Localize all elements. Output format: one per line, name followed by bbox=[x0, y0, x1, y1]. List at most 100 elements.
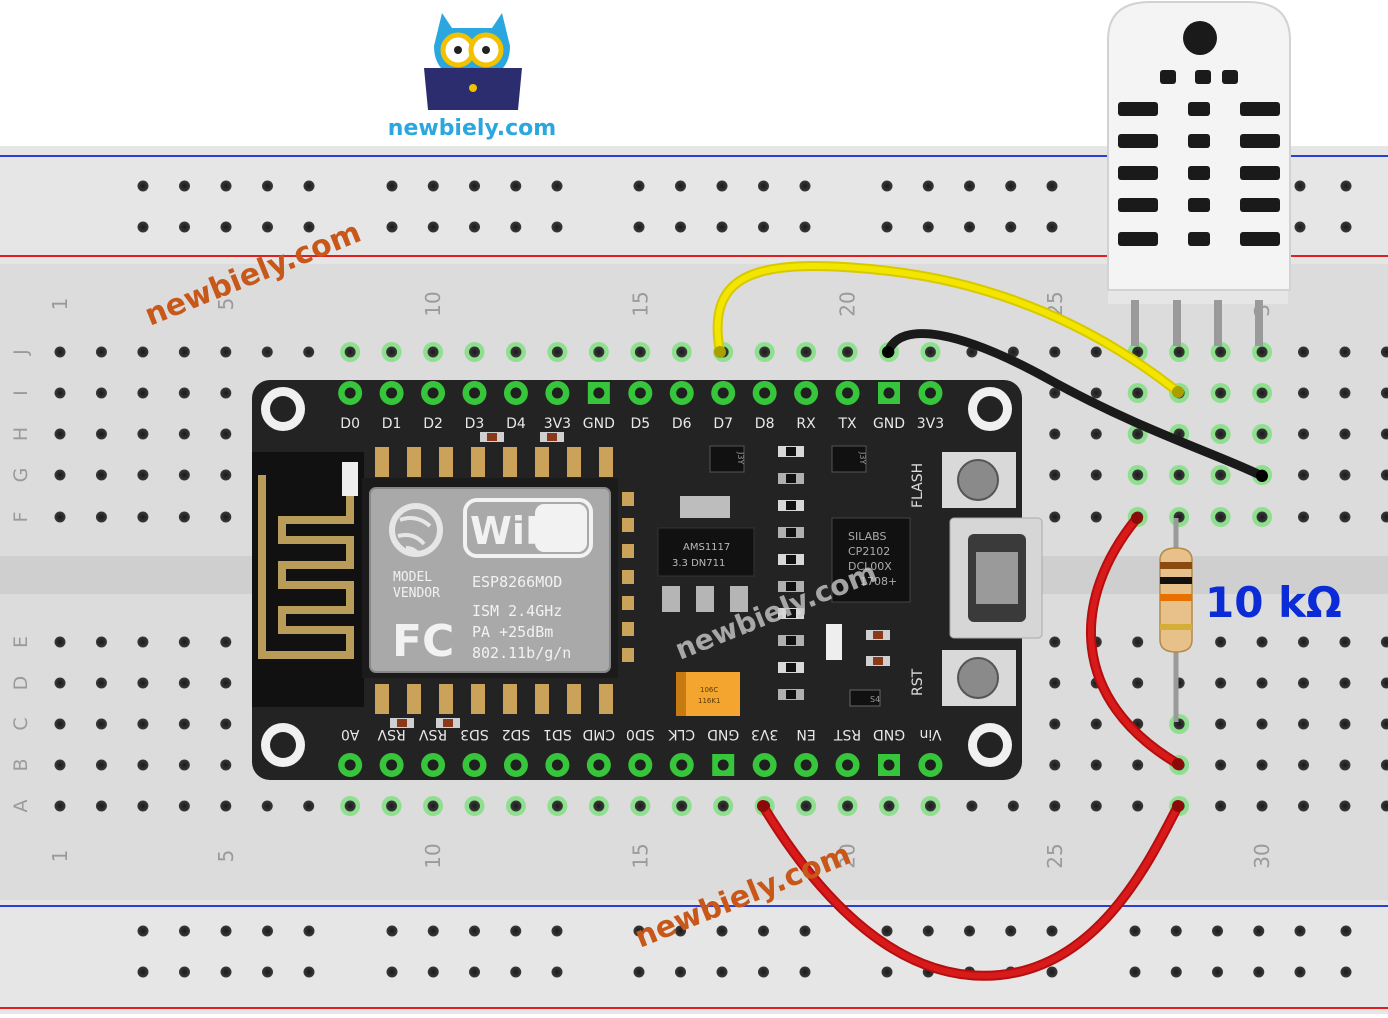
breadboard-hole[interactable] bbox=[800, 222, 811, 233]
breadboard-hole[interactable] bbox=[96, 429, 107, 440]
breadboard-hole[interactable] bbox=[262, 926, 273, 937]
breadboard-hole[interactable] bbox=[1339, 801, 1350, 812]
breadboard-hole[interactable] bbox=[1257, 429, 1268, 440]
breadboard-hole[interactable] bbox=[179, 719, 190, 730]
breadboard-hole[interactable] bbox=[1091, 760, 1102, 771]
breadboard-hole[interactable] bbox=[387, 967, 398, 978]
breadboard-hole[interactable] bbox=[758, 967, 769, 978]
breadboard-hole[interactable] bbox=[179, 801, 190, 812]
breadboard-hole[interactable] bbox=[1295, 222, 1306, 233]
breadboard-hole[interactable] bbox=[882, 967, 893, 978]
breadboard-hole[interactable] bbox=[137, 512, 148, 523]
breadboard-hole[interactable] bbox=[800, 926, 811, 937]
breadboard-hole[interactable] bbox=[1174, 347, 1185, 358]
breadboard-hole[interactable] bbox=[1215, 512, 1226, 523]
breadboard-hole[interactable] bbox=[1298, 347, 1309, 358]
rst-button[interactable] bbox=[958, 658, 998, 698]
breadboard-hole[interactable] bbox=[137, 719, 148, 730]
breadboard-hole[interactable] bbox=[303, 801, 314, 812]
breadboard-hole[interactable] bbox=[1298, 637, 1309, 648]
breadboard-hole[interactable] bbox=[138, 926, 149, 937]
breadboard-hole[interactable] bbox=[55, 512, 66, 523]
breadboard-hole[interactable] bbox=[220, 678, 231, 689]
breadboard-hole[interactable] bbox=[718, 801, 729, 812]
breadboard-hole[interactable] bbox=[1132, 429, 1143, 440]
breadboard-hole[interactable] bbox=[635, 801, 646, 812]
breadboard-hole[interactable] bbox=[55, 760, 66, 771]
breadboard-hole[interactable] bbox=[923, 926, 934, 937]
breadboard-hole[interactable] bbox=[800, 181, 811, 192]
breadboard-hole[interactable] bbox=[675, 181, 686, 192]
breadboard-hole[interactable] bbox=[387, 926, 398, 937]
breadboard-hole[interactable] bbox=[1130, 926, 1141, 937]
breadboard-hole[interactable] bbox=[96, 470, 107, 481]
breadboard-hole[interactable] bbox=[1091, 470, 1102, 481]
breadboard-hole[interactable] bbox=[96, 760, 107, 771]
breadboard-hole[interactable] bbox=[304, 926, 315, 937]
breadboard-hole[interactable] bbox=[179, 926, 190, 937]
breadboard-hole[interactable] bbox=[634, 967, 645, 978]
breadboard-hole[interactable] bbox=[1339, 760, 1350, 771]
breadboard-hole[interactable] bbox=[1132, 470, 1143, 481]
breadboard-hole[interactable] bbox=[1212, 926, 1223, 937]
breadboard-hole[interactable] bbox=[220, 470, 231, 481]
breadboard-hole[interactable] bbox=[428, 347, 439, 358]
breadboard-hole[interactable] bbox=[179, 512, 190, 523]
breadboard-hole[interactable] bbox=[1257, 347, 1268, 358]
breadboard-hole[interactable] bbox=[675, 967, 686, 978]
breadboard-hole[interactable] bbox=[1005, 222, 1016, 233]
breadboard-hole[interactable] bbox=[1341, 181, 1352, 192]
breadboard-hole[interactable] bbox=[1091, 347, 1102, 358]
breadboard-hole[interactable] bbox=[717, 222, 728, 233]
breadboard-hole[interactable] bbox=[593, 801, 604, 812]
breadboard-hole[interactable] bbox=[469, 926, 480, 937]
breadboard-hole[interactable] bbox=[1047, 222, 1058, 233]
breadboard-hole[interactable] bbox=[221, 181, 232, 192]
breadboard-hole[interactable] bbox=[1215, 678, 1226, 689]
breadboard-hole[interactable] bbox=[1215, 637, 1226, 648]
breadboard-hole[interactable] bbox=[137, 760, 148, 771]
breadboard-hole[interactable] bbox=[96, 637, 107, 648]
breadboard-hole[interactable] bbox=[304, 967, 315, 978]
breadboard-hole[interactable] bbox=[1253, 967, 1264, 978]
breadboard-hole[interactable] bbox=[1253, 926, 1264, 937]
breadboard-hole[interactable] bbox=[1298, 801, 1309, 812]
breadboard-hole[interactable] bbox=[179, 347, 190, 358]
breadboard-hole[interactable] bbox=[1257, 637, 1268, 648]
breadboard-hole[interactable] bbox=[469, 347, 480, 358]
breadboard-hole[interactable] bbox=[1049, 678, 1060, 689]
breadboard-hole[interactable] bbox=[220, 512, 231, 523]
breadboard-hole[interactable] bbox=[510, 801, 521, 812]
breadboard-hole[interactable] bbox=[138, 222, 149, 233]
breadboard-hole[interactable] bbox=[1257, 388, 1268, 399]
breadboard-hole[interactable] bbox=[1257, 801, 1268, 812]
breadboard-hole[interactable] bbox=[1339, 470, 1350, 481]
breadboard-hole[interactable] bbox=[137, 801, 148, 812]
breadboard-hole[interactable] bbox=[1298, 760, 1309, 771]
breadboard-hole[interactable] bbox=[1339, 678, 1350, 689]
breadboard-hole[interactable] bbox=[137, 429, 148, 440]
breadboard-hole[interactable] bbox=[96, 801, 107, 812]
breadboard-hole[interactable] bbox=[221, 926, 232, 937]
breadboard-hole[interactable] bbox=[510, 222, 521, 233]
breadboard-hole[interactable] bbox=[1047, 181, 1058, 192]
breadboard-hole[interactable] bbox=[220, 388, 231, 399]
breadboard-hole[interactable] bbox=[800, 967, 811, 978]
breadboard-hole[interactable] bbox=[1047, 926, 1058, 937]
breadboard-hole[interactable] bbox=[1215, 347, 1226, 358]
breadboard-hole[interactable] bbox=[801, 801, 812, 812]
breadboard-hole[interactable] bbox=[717, 181, 728, 192]
breadboard-hole[interactable] bbox=[1215, 760, 1226, 771]
breadboard-hole[interactable] bbox=[1091, 429, 1102, 440]
breadboard-hole[interactable] bbox=[137, 637, 148, 648]
breadboard-hole[interactable] bbox=[1171, 967, 1182, 978]
breadboard-hole[interactable] bbox=[1008, 801, 1019, 812]
breadboard-hole[interactable] bbox=[1295, 926, 1306, 937]
breadboard-hole[interactable] bbox=[386, 801, 397, 812]
breadboard-hole[interactable] bbox=[1049, 801, 1060, 812]
breadboard-hole[interactable] bbox=[964, 181, 975, 192]
breadboard-hole[interactable] bbox=[925, 347, 936, 358]
breadboard-hole[interactable] bbox=[1257, 678, 1268, 689]
breadboard-hole[interactable] bbox=[510, 347, 521, 358]
breadboard-hole[interactable] bbox=[1132, 801, 1143, 812]
